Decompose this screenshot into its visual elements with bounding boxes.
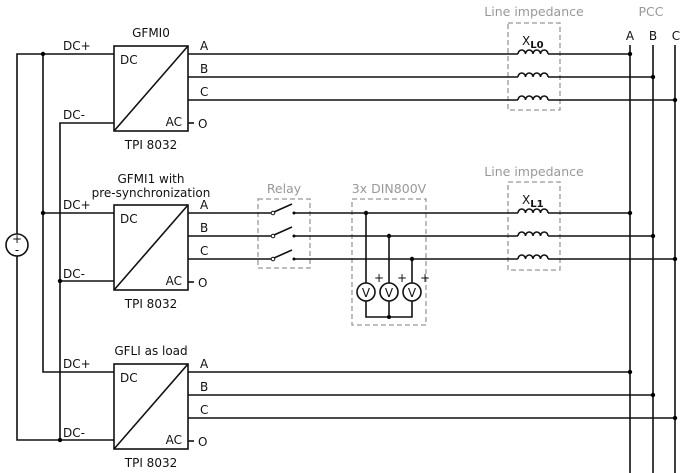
svg-text:+: +	[397, 271, 407, 285]
svg-text:V: V	[385, 286, 394, 300]
phase-b-label: B	[200, 221, 208, 235]
dc-label: DC	[120, 53, 138, 67]
inverter-model: TPI 8032	[124, 138, 177, 152]
inverter-title: GFLI as load	[114, 344, 187, 358]
phase-a-label: A	[200, 39, 209, 53]
source-plus-label: +	[12, 232, 22, 246]
inverter-box	[113, 45, 189, 132]
phase-c-label: C	[200, 244, 208, 258]
dc-label: DC	[120, 371, 138, 385]
ac-label: AC	[166, 433, 182, 447]
relay-contact	[270, 210, 276, 216]
phase-c-label: C	[200, 403, 208, 417]
svg-text:XL0: XL0	[522, 34, 544, 51]
pcc-junction	[650, 392, 656, 398]
inverter-subtitle: pre-synchronization	[92, 186, 211, 200]
inductor-coil	[517, 231, 549, 237]
pcc-label: PCC	[639, 4, 664, 19]
line-impedance-0: Line impedance XL0	[484, 4, 584, 111]
relay-contact	[270, 233, 276, 239]
converter-diagonal	[113, 363, 189, 450]
inverter-model: TPI 8032	[124, 456, 177, 470]
inductor-coil	[517, 72, 549, 78]
svg-text:+: +	[374, 271, 384, 285]
dc-plus-label: DC+	[63, 198, 91, 212]
relay-label: Relay	[267, 181, 302, 196]
relay-switch	[273, 226, 293, 236]
relay-contact	[270, 256, 276, 262]
neutral-label: O	[198, 435, 207, 449]
dc-plus-label: DC+	[63, 357, 91, 371]
neutral-label: O	[198, 276, 207, 290]
inverter-title: GFMI1 with	[117, 172, 184, 186]
phase-b-label: B	[200, 380, 208, 394]
dc-source: + -	[5, 53, 114, 441]
neutral-label: O	[198, 117, 207, 131]
ac-label: AC	[166, 115, 182, 129]
pcc-junction	[672, 97, 678, 103]
pcc-junction	[650, 233, 656, 239]
pcc-junction	[627, 369, 633, 375]
din-label: 3x DIN800V	[352, 181, 427, 196]
inverter-model: TPI 8032	[124, 297, 177, 311]
pcc-a-label: A	[626, 29, 635, 43]
dc-minus-label: DC-	[63, 426, 85, 440]
phase-a-label: A	[200, 198, 209, 212]
converter-diagonal	[113, 204, 189, 291]
inverter-title: GFMI0	[132, 26, 170, 40]
pcc-junction	[672, 256, 678, 262]
source-minus-label: -	[15, 243, 19, 257]
relay-switch	[273, 203, 293, 213]
line-impedance-label: Line impedance	[484, 164, 584, 179]
voltmeter-b: V+	[379, 271, 407, 302]
pcc-junction	[627, 51, 633, 57]
line-impedance-1: Line impedance XL1	[484, 164, 584, 271]
pcc-c-label: C	[672, 29, 680, 43]
inductor-coil	[517, 208, 549, 214]
pcc-junction	[650, 74, 656, 80]
inductor-coil	[517, 254, 549, 260]
svg-text:V: V	[408, 286, 417, 300]
pcc-b-label: B	[649, 29, 657, 43]
dc-minus-label: DC-	[63, 108, 85, 122]
dc-minus-label: DC-	[63, 267, 85, 281]
pcc-bus: PCC A B C	[626, 4, 680, 473]
phase-a-label: A	[200, 357, 209, 371]
line-impedance-label: Line impedance	[484, 4, 584, 19]
inductor-coil	[517, 95, 549, 101]
pcc-junction	[627, 210, 633, 216]
svg-text:V: V	[362, 286, 371, 300]
converter-diagonal	[113, 45, 189, 132]
phase-c-label: C	[200, 85, 208, 99]
ac-label: AC	[166, 274, 182, 288]
relay: Relay	[257, 181, 311, 269]
voltmeter-a: V+	[356, 271, 384, 302]
inverter-box	[113, 204, 189, 291]
phase-b-label: B	[200, 62, 208, 76]
svg-text:XL1: XL1	[522, 193, 544, 210]
inductor-coil	[517, 49, 549, 55]
svg-text:+: +	[420, 271, 430, 285]
din800v-voltmeters: 3x DIN800V V+ V+ V+	[351, 181, 430, 326]
dc-buses	[40, 51, 114, 443]
pcc-junction	[672, 415, 678, 421]
inverter-box	[113, 363, 189, 450]
dc-plus-label: DC+	[63, 39, 91, 53]
voltmeter-c: V+	[402, 271, 430, 302]
relay-switch	[273, 249, 293, 259]
dc-label: DC	[120, 212, 138, 226]
